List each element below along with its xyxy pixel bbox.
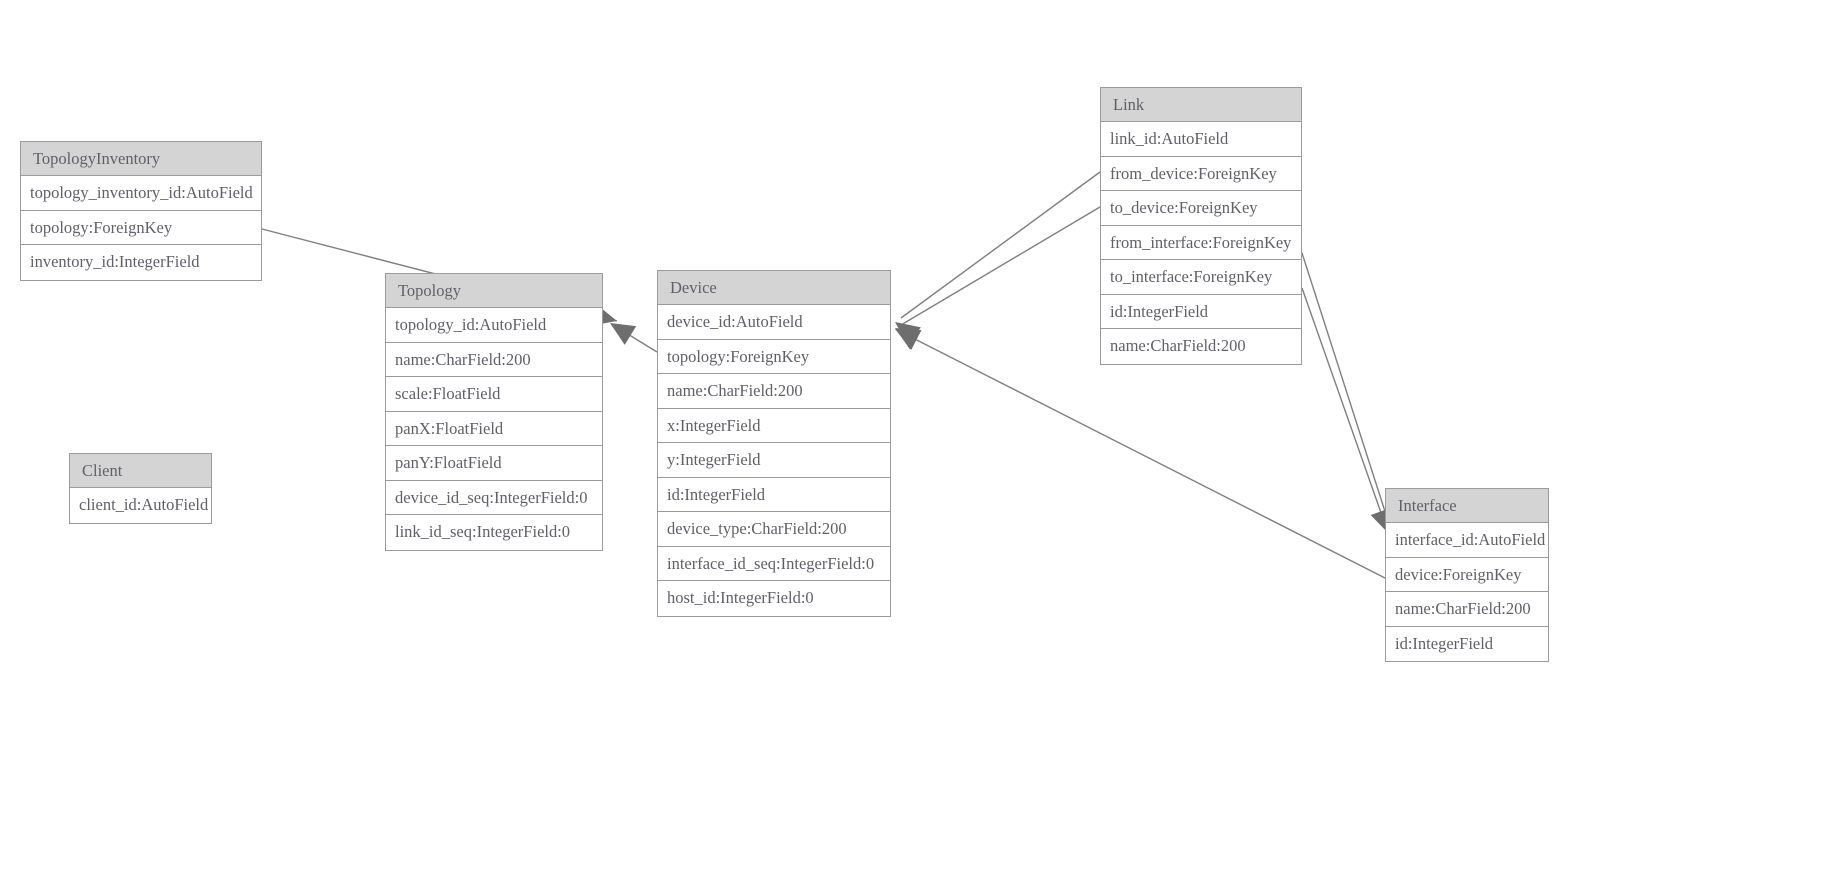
relation-arrowhead-interface-device [895, 329, 922, 350]
entity-field[interactable]: topology:ForeignKey [658, 339, 890, 374]
entity-field[interactable]: name:CharField:200 [1386, 592, 1548, 627]
entity-title-device: Device [658, 271, 890, 305]
relation-line-device-topology [612, 324, 658, 353]
entity-field[interactable]: link_id:AutoField [1101, 122, 1301, 157]
entity-field[interactable]: id:IntegerField [1101, 294, 1301, 329]
entity-field[interactable]: topology_id:AutoField [386, 308, 602, 343]
entity-field[interactable]: host_id:IntegerField:0 [658, 581, 890, 616]
entity-field[interactable]: from_interface:ForeignKey [1101, 225, 1301, 260]
relation-line-link-to-interface [1301, 287, 1387, 528]
entity-field[interactable]: interface_id:AutoField [1386, 523, 1548, 558]
entity-field[interactable]: x:IntegerField [658, 408, 890, 443]
entity-title-topology: Topology [386, 274, 602, 308]
entity-field[interactable]: id:IntegerField [658, 477, 890, 512]
entity-field[interactable]: interface_id_seq:IntegerField:0 [658, 546, 890, 581]
entity-field[interactable]: panX:FloatField [386, 411, 602, 446]
relation-line-link-to-device [900, 206, 1101, 326]
entity-field[interactable]: name:CharField:200 [1101, 329, 1301, 364]
relation-line-link-from-interface [1301, 252, 1391, 528]
entity-field[interactable]: client_id:AutoField [70, 488, 211, 523]
entity-title-link: Link [1101, 88, 1301, 122]
entity-field[interactable]: name:CharField:200 [386, 342, 602, 377]
entity-field[interactable]: panY:FloatField [386, 446, 602, 481]
entity-field[interactable]: device_id:AutoField [658, 305, 890, 340]
entity-field[interactable]: device_type:CharField:200 [658, 512, 890, 547]
entity-field[interactable]: id:IntegerField [1386, 626, 1548, 661]
relation-line-interface-device [900, 331, 1386, 579]
entity-title-topology-inventory: TopologyInventory [21, 142, 261, 176]
entity-field[interactable]: link_id_seq:IntegerField:0 [386, 515, 602, 550]
entity-field[interactable]: topology_inventory_id:AutoField [21, 176, 261, 211]
entity-field[interactable]: device:ForeignKey [1386, 557, 1548, 592]
entity-field[interactable]: device_id_seq:IntegerField:0 [386, 480, 602, 515]
relation-line-link-from-device [900, 171, 1101, 319]
entity-field[interactable]: inventory_id:IntegerField [21, 245, 261, 280]
entity-field[interactable]: scale:FloatField [386, 377, 602, 412]
entity-field[interactable]: name:CharField:200 [658, 374, 890, 409]
relation-arrowhead-device-topology [610, 323, 637, 345]
entity-field[interactable]: topology:ForeignKey [21, 210, 261, 245]
entity-field[interactable]: from_device:ForeignKey [1101, 156, 1301, 191]
entity-title-interface: Interface [1386, 489, 1548, 523]
entity-field[interactable]: y:IntegerField [658, 443, 890, 478]
relation-arrowhead-link-from-device [895, 322, 921, 346]
relation-arrowhead-link-to-device [895, 328, 922, 350]
entity-field[interactable]: to_device:ForeignKey [1101, 191, 1301, 226]
entity-title-client: Client [70, 454, 211, 488]
entity-field[interactable]: to_interface:ForeignKey [1101, 260, 1301, 295]
